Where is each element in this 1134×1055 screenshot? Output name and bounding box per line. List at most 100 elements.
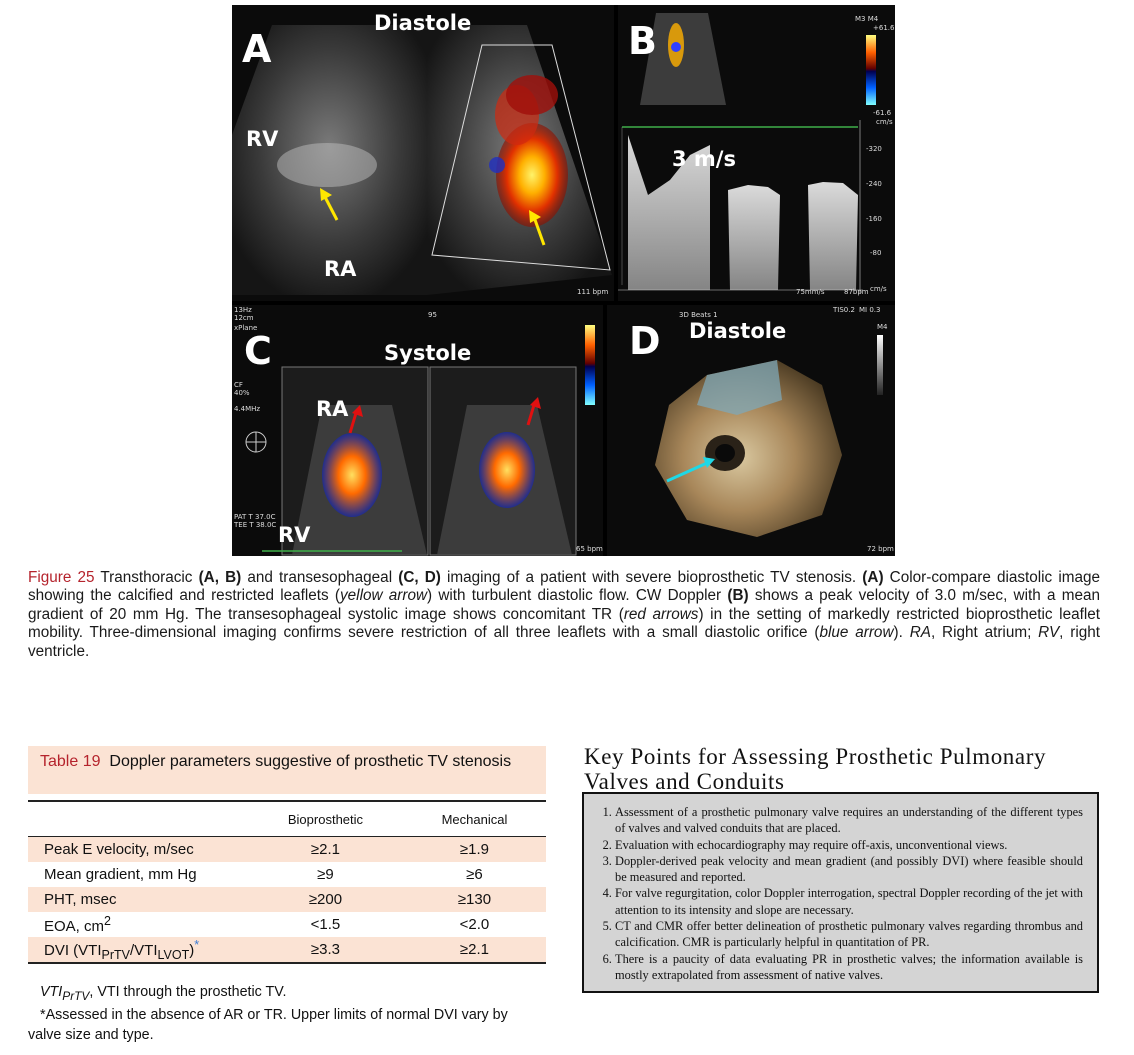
panel-d: D Diastole 3D Beats 1 TIS0.2 MI 0.3 M4 7…: [607, 305, 895, 556]
table-row: PHT, msec ≥200 ≥130: [28, 887, 546, 912]
row-label-subscript: LVOT: [157, 947, 190, 962]
panel-d-heart-rate: 72 bpm: [867, 545, 894, 553]
caption-text: Transthoracic (A, B) and transesophageal…: [28, 569, 1100, 660]
key-point-item: Doppler-derived peak velocity and mean g…: [615, 853, 1083, 886]
mechanical-value: ≥2.1: [402, 937, 546, 964]
table-column-headers: Bioprosthetic Mechanical: [28, 800, 546, 837]
panel-a-letter: A: [242, 27, 272, 71]
panel-c-gain: 40%: [234, 389, 250, 397]
row-label-text: ): [189, 941, 195, 959]
footnote-abbr: VTI: [40, 984, 63, 1000]
key-point-item: CT and CMR offer better delineation of p…: [615, 918, 1083, 951]
caption-segment: yellow arrow: [340, 587, 428, 605]
key-points-box: Assessment of a prosthetic pulmonary val…: [582, 792, 1099, 993]
panel-b-scale-max: +61.6: [873, 24, 895, 32]
column-header-bioprosthetic: Bioprosthetic: [247, 800, 403, 837]
panel-c: C Systole RA RV 95 13Hz 12cm xPlane CF 4…: [232, 305, 603, 556]
bioprosthetic-value: ≥3.3: [247, 937, 403, 964]
caption-segment: (A, B): [198, 569, 242, 586]
caption-segment: imaging of a patient with severe biopros…: [440, 569, 863, 586]
caption-segment: and transesophageal: [241, 569, 399, 586]
panel-b-heart-rate: 87bpm: [844, 288, 869, 296]
panel-d-3d-image: [655, 335, 883, 537]
footnote-abbr-subscript: PrTV: [62, 988, 90, 1003]
row-label-text: EOA, cm: [44, 918, 105, 935]
panel-b: B 3 m/s M3 M4 +61.6 -61.6 cm/s -320 -240…: [618, 5, 895, 301]
figure-caption: Figure 25 Transthoracic (A, B) and trans…: [28, 569, 1100, 661]
caption-segment: blue arrow: [819, 624, 894, 642]
panel-c-label-ra: RA: [316, 397, 349, 421]
doppler-parameters-table: Bioprosthetic Mechanical Peak E velocity…: [28, 800, 546, 964]
row-label: EOA, cm2: [28, 912, 248, 937]
figure-25-image: A Diastole RV RA 111 bpm: [232, 5, 895, 556]
panel-b-scale-min: -61.6: [873, 109, 892, 117]
bioprosthetic-value: ≥9: [317, 866, 334, 883]
bioprosthetic-value: ≥200: [247, 887, 403, 912]
key-point-item: For valve regurgitation, color Doppler i…: [615, 885, 1083, 918]
caption-segment: ) in the setting of markedly restricted …: [28, 605, 1101, 642]
panel-b-scale-unit: cm/s: [876, 118, 893, 126]
panel-a-phase: Diastole: [374, 11, 472, 35]
key-point-item: Assessment of a prosthetic pulmonary val…: [615, 804, 1083, 837]
panel-b-tick: -80: [870, 249, 882, 257]
footnote-abbr-text: , VTI through the prosthetic TV.: [89, 984, 287, 1000]
caption-segment: ) with turbulent diastolic flow. CW Dopp…: [427, 587, 728, 605]
caption-segment: red arrows: [623, 605, 699, 623]
panel-b-sweep-speed: 75mm/s: [796, 288, 825, 296]
mechanical-value: ≥6: [466, 866, 483, 883]
panel-a-echo-image: [232, 25, 612, 295]
panel-a-label-rv: RV: [246, 127, 279, 151]
caption-segment: shows a peak velocity of 3.0 m/sec, with…: [28, 587, 1100, 623]
panel-c-phase: Systole: [384, 341, 472, 365]
panel-b-scale-mode: M3 M4: [855, 15, 879, 23]
panel-b-letter: B: [628, 19, 657, 63]
table-title: Doppler parameters suggestive of prosthe…: [109, 753, 512, 770]
panel-b-tick: -160: [866, 215, 882, 223]
row-label: Mean gradient, mm Hg: [44, 866, 197, 883]
key-point-item: Evaluation with echocardiography may req…: [615, 837, 1083, 853]
mechanical-value: <2.0: [459, 916, 490, 933]
footnote-abbreviation: VTIPrTV, VTI through the prosthetic TV.: [28, 983, 540, 1006]
column-header-parameter: [28, 800, 248, 837]
bioprosthetic-value: ≥2.1: [247, 836, 403, 862]
caption-segment: , right ventricle.: [28, 624, 1101, 660]
caption-segment: RA: [909, 624, 931, 642]
row-label: DVI (VTIPrTV/VTILVOT)*: [28, 937, 248, 964]
table-header: Table 19 Doppler parameters suggestive o…: [28, 746, 546, 794]
table-row: Mean gradient, mm Hg ≥9 ≥6: [28, 862, 546, 887]
figure-number: Figure 25: [28, 569, 95, 586]
key-points-title: Key Points for Assessing Prosthetic Pulm…: [584, 744, 1047, 794]
panel-c-frequency: 4.4MHz: [234, 405, 261, 413]
panel-d-mi: MI 0.3: [859, 306, 881, 314]
footnote-assessed: *Assessed in the absence of AR or TR. Up…: [28, 1007, 508, 1044]
panel-d-beats: 3D Beats 1: [679, 311, 718, 319]
panel-d-probe: M4: [877, 323, 888, 331]
row-label-text: /VTI: [130, 941, 158, 959]
panel-d-phase: Diastole: [689, 319, 787, 343]
caption-segment: (B): [727, 587, 749, 605]
row-label-subscript: PrTV: [101, 947, 130, 962]
row-label: PHT, msec: [28, 887, 248, 912]
caption-segment: (A): [862, 569, 884, 586]
row-label-footnote-mark: *: [194, 937, 200, 952]
row-label-text: DVI (VTI: [44, 941, 102, 959]
caption-segment: ).: [893, 624, 910, 642]
table-row: Peak E velocity, m/sec ≥2.1 ≥1.9: [28, 836, 546, 862]
mechanical-value: ≥1.9: [402, 836, 546, 862]
caption-segment: RV: [1038, 624, 1060, 642]
panel-b-doppler-image: [618, 13, 876, 293]
panel-c-frame-rate: 13Hz: [234, 306, 252, 314]
panel-b-tick: -320: [866, 145, 882, 153]
key-point-item: There is a paucity of data evaluating PR…: [615, 951, 1083, 984]
row-label-superscript: 2: [104, 914, 111, 928]
panel-c-patient-temp: PAT T 37.0C: [234, 513, 276, 521]
key-points-list: Assessment of a prosthetic pulmonary val…: [596, 804, 1083, 983]
table-number: Table 19: [40, 753, 101, 770]
caption-segment: Color-compare diastolic image showing th…: [28, 569, 1100, 605]
panel-d-tis: TIS0.2: [833, 306, 855, 314]
panel-c-letter: C: [244, 329, 272, 373]
panel-b-tick: -240: [866, 180, 882, 188]
panel-c-mode: xPlane: [234, 324, 258, 332]
table-row: EOA, cm2 <1.5 <2.0: [28, 912, 546, 937]
panel-b-tick-unit: cm/s: [870, 285, 887, 293]
